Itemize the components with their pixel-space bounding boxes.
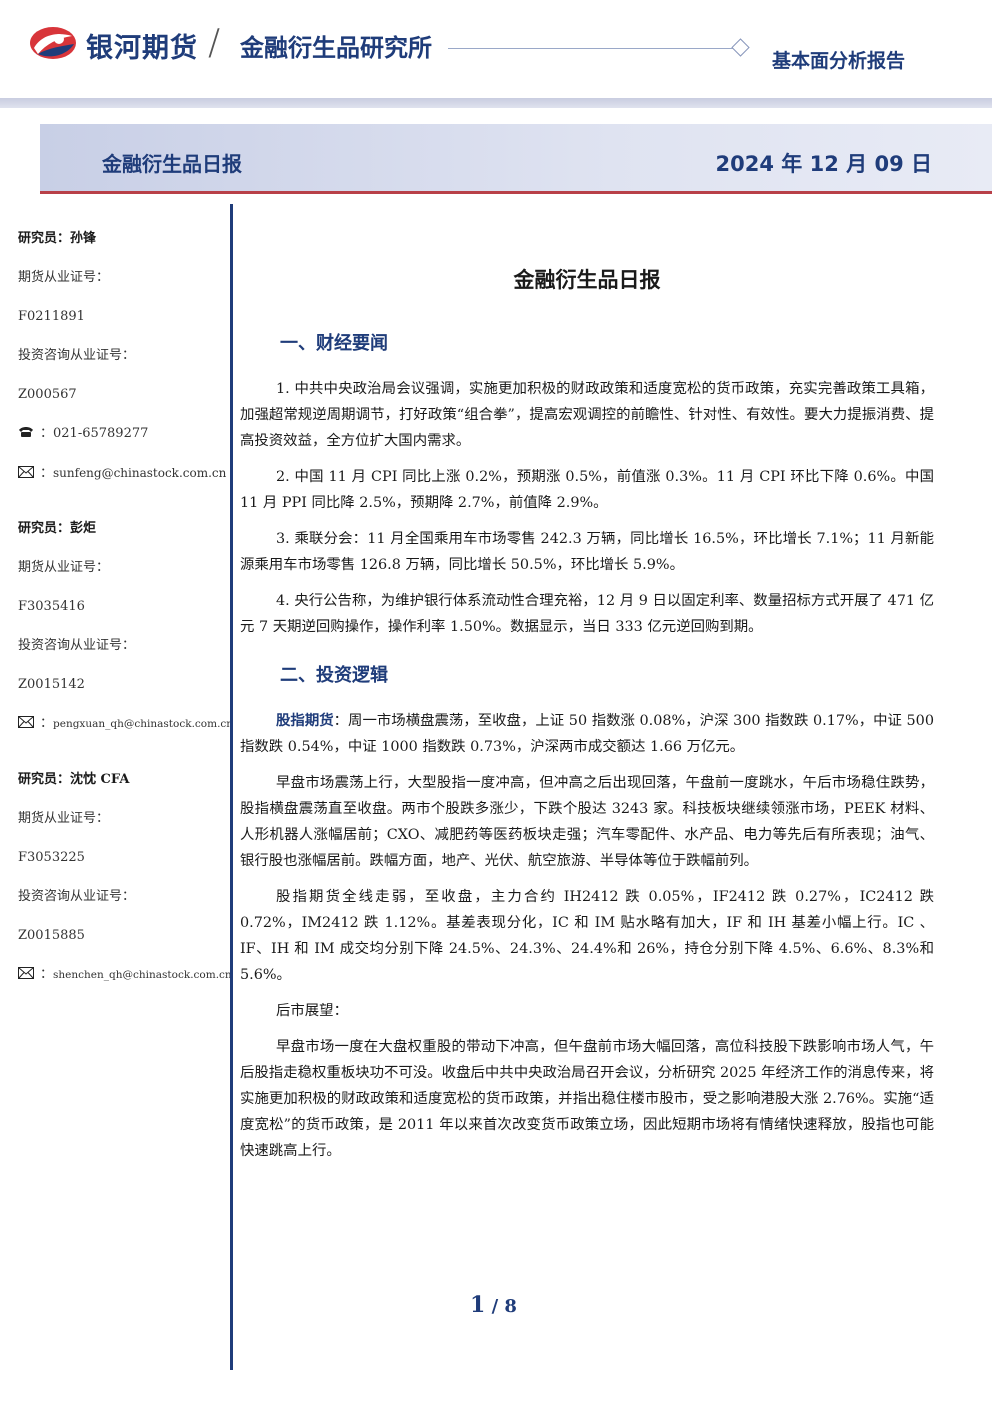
email-link[interactable]: shenchen_qh@chinastock.com.cn [53, 969, 232, 981]
email-link[interactable]: sunfeng@chinastock.com.cn [53, 466, 227, 480]
diamond-icon [731, 38, 750, 57]
analyst-card: 研究员：彭炬 期货从业证号： F3035416 投资咨询从业证号： Z00151… [18, 516, 233, 750]
report-date: 2024 年 12 月 09 日 [715, 152, 932, 176]
section-heading-news: 一、财经要闻 [280, 333, 388, 354]
section-heading-logic: 二、投资逻辑 [280, 665, 388, 686]
news-item: 3. 乘联分会：11 月全国乘用车市场零售 242.3 万辆，同比增长 16.5… [240, 531, 934, 573]
mail-icon [18, 716, 34, 728]
institute-name: 金融衍生品研究所 [240, 34, 432, 62]
outlook-label: 后市展望： [276, 1003, 348, 1019]
email-row: ：shenchen_qh@chinastock.com.cn [18, 962, 232, 1001]
page-header: 银河期货 / 金融衍生品研究所 基本面分析报告 [0, 0, 992, 100]
email-row: ：pengxuan_qh@chinastock.com.cn [18, 711, 233, 750]
phone-number: 021-65789277 [53, 426, 149, 441]
futures-license-id: F0211891 [18, 309, 85, 324]
logic-label: 股指期货 [276, 712, 334, 729]
total-pages: 8 [504, 1296, 517, 1317]
page-number: 1 / 8 [470, 1292, 517, 1318]
futures-license-label: 期货从业证号： [18, 560, 110, 575]
title-band [40, 124, 992, 192]
logic-summary-text: ：周一市场横盘震荡，至收盘，上证 50 指数涨 0.08%，沪深 300 指数跌… [240, 713, 934, 755]
mail-icon [18, 967, 34, 979]
news-item: 1. 中共中央政治局会议强调，实施更加积极的财政政策和适度宽松的货币政策，充实完… [240, 381, 934, 449]
futures-license-label: 期货从业证号： [18, 811, 110, 826]
phone-row: ：021-65789277 [18, 421, 228, 460]
band-title: 金融衍生品日报 [102, 152, 242, 176]
header-bar [0, 98, 992, 108]
mail-icon [18, 466, 34, 478]
sidebar-divider [230, 204, 233, 1370]
futures-license-id: F3035416 [18, 599, 85, 614]
futures-license-id: F3053225 [18, 850, 85, 865]
document-title: 金融衍生品日报 [513, 268, 661, 292]
brand-name: 银河期货 [86, 33, 198, 64]
title-band-rule [40, 191, 992, 194]
phone-icon [19, 427, 33, 437]
analyst-name: 研究员：孙锋 [18, 231, 97, 246]
futures-license-label: 期货从业证号： [18, 270, 110, 285]
outlook-paragraph: 早盘市场一度在大盘权重股的带动下冲高，但午盘前市场大幅回落，高位科技股下跌影响市… [240, 1039, 934, 1159]
advisor-license-label: 投资咨询从业证号： [18, 638, 136, 653]
galaxy-logo-icon [30, 27, 76, 59]
email-row: ：sunfeng@chinastock.com.cn [18, 460, 228, 499]
header-rule [448, 48, 734, 49]
main-content: 金融衍生品日报 一、财经要闻 1. 中共中央政治局会议强调，实施更加积极的财政政… [240, 258, 934, 1174]
logic-summary: 股指期货：周一市场横盘震荡，至收盘，上证 50 指数涨 0.08%，沪深 300… [240, 708, 934, 760]
header-slash: / [208, 22, 221, 63]
analyst-name: 研究员：沈忱 CFA [18, 772, 130, 787]
analyst-name: 研究员：彭炬 [18, 521, 97, 536]
current-page: 1 [470, 1292, 486, 1318]
analyst-sidebar: 研究员：孙锋 期货从业证号： F0211891 投资咨询从业证号： Z00056… [18, 226, 233, 1001]
logic-paragraph: 股指期货全线走弱，至收盘，主力合约 IH2412 跌 0.05%，IF2412 … [240, 889, 934, 983]
email-link[interactable]: pengxuan_qh@chinastock.com.cn [53, 718, 234, 730]
analyst-card: 研究员：孙锋 期货从业证号： F0211891 投资咨询从业证号： Z00056… [18, 226, 228, 499]
advisor-license-id: Z0015885 [18, 928, 85, 943]
advisor-license-id: Z000567 [18, 387, 77, 402]
report-type: 基本面分析报告 [772, 50, 906, 72]
advisor-license-id: Z0015142 [18, 677, 85, 692]
advisor-license-label: 投资咨询从业证号： [18, 889, 136, 904]
news-item: 2. 中国 11 月 CPI 同比上涨 0.2%，预期涨 0.5%，前值涨 0.… [240, 469, 934, 511]
page-sep: / [485, 1296, 505, 1317]
news-item: 4. 央行公告称，为维护银行体系流动性合理充裕，12 月 9 日以固定利率、数量… [240, 593, 934, 635]
advisor-license-label: 投资咨询从业证号： [18, 348, 136, 363]
analyst-card: 研究员：沈忱 CFA 期货从业证号： F3053225 投资咨询从业证号： Z0… [18, 767, 232, 1001]
logic-paragraph: 早盘市场震荡上行，大型股指一度冲高，但冲高之后出现回落，午盘前一度跳水，午后市场… [240, 775, 934, 869]
